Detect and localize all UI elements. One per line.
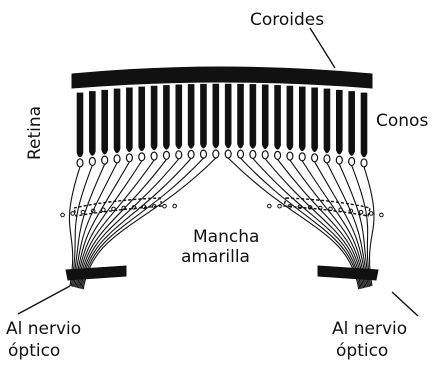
cone: [213, 84, 219, 148]
cone-nucleus: [275, 151, 281, 159]
cone: [139, 87, 145, 151]
cone: [361, 93, 367, 157]
nervio-right-leader: [392, 292, 418, 316]
conos-label: Conos: [376, 111, 428, 131]
cone-nucleus: [139, 153, 145, 161]
cone: [336, 90, 342, 154]
cone-nucleus: [225, 150, 231, 158]
cone-nucleus: [312, 154, 318, 162]
cone: [349, 91, 355, 155]
cone: [151, 86, 157, 150]
cone-nucleus: [114, 155, 120, 163]
cone: [188, 84, 194, 148]
bipolar-cell: [173, 204, 177, 208]
cone: [126, 88, 132, 152]
choroid-band: [72, 67, 372, 88]
nervio-right-label-line2: óptico: [336, 341, 388, 361]
mancha-label-line2: amarilla: [181, 247, 250, 267]
cone-nucleus: [238, 150, 244, 158]
cone-nucleus: [151, 152, 157, 160]
cone-nucleus: [77, 159, 83, 167]
bipolar-cell: [71, 212, 75, 216]
cone: [275, 85, 281, 149]
cone: [176, 85, 182, 149]
bipolar-cell: [81, 210, 85, 214]
bipolar-cell: [278, 204, 282, 208]
retina-label: Retina: [25, 106, 45, 160]
mancha-label-line1: Mancha: [193, 227, 259, 247]
cone-nucleus: [200, 150, 206, 158]
cone: [287, 86, 293, 150]
cone-nucleus: [324, 155, 330, 163]
nervio-left-label-line2: óptico: [8, 341, 60, 361]
cone-nucleus: [349, 157, 355, 165]
nervio-left-leader: [18, 286, 70, 314]
cone-nucleus: [163, 151, 169, 159]
cone: [102, 90, 108, 154]
cone: [200, 84, 206, 148]
bipolar-cell: [268, 204, 272, 208]
cone: [225, 84, 231, 148]
cone: [312, 88, 318, 152]
cone: [250, 84, 256, 148]
nervio-left-label-line1: Al nervio: [6, 319, 81, 339]
cone-nucleus: [102, 156, 108, 164]
bipolar-cell: [61, 213, 65, 217]
cone-nucleus: [336, 156, 342, 164]
cone: [299, 87, 305, 151]
cone-nucleus: [213, 150, 219, 158]
bipolar-cell: [359, 210, 363, 214]
cone: [262, 85, 268, 149]
cone: [114, 89, 120, 153]
cone-nucleus: [287, 152, 293, 160]
bipolar-cell: [380, 213, 384, 217]
nervio-right-label-line1: Al nervio: [332, 319, 407, 339]
cone: [163, 85, 169, 149]
cone-nucleus: [262, 151, 268, 159]
coroides-leader: [310, 28, 335, 68]
cone-nucleus: [89, 157, 95, 165]
coroides-label: Coroides: [250, 10, 324, 30]
cone-nucleus: [361, 159, 367, 167]
bipolar-cell: [369, 212, 373, 216]
cone-nucleus: [176, 151, 182, 159]
cone: [77, 93, 83, 157]
cone: [324, 89, 330, 153]
cone-nucleus: [126, 154, 132, 162]
cone-nucleus: [250, 150, 256, 158]
cone-layer: [77, 84, 367, 167]
cone: [89, 91, 95, 155]
cone-nucleus: [188, 150, 194, 158]
cone: [238, 84, 244, 148]
cone-nucleus: [299, 153, 305, 161]
bipolar-cell: [163, 204, 167, 208]
